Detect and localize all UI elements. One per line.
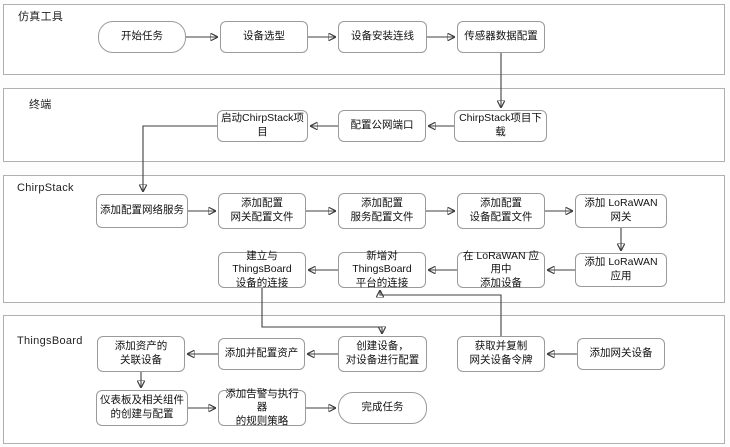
node-device-install-wiring: 设备安装连线 [338, 21, 427, 53]
node-launch-chirpstack: 启动ChirpStack项目 [217, 110, 308, 142]
node-establish-tb-device-connection: 建立与ThingsBoard 设备的连接 [218, 250, 306, 289]
node-public-port-config: 配置公网端口 [338, 110, 426, 142]
node-add-configure-asset: 添加并配置资产 [218, 338, 305, 370]
node-device-selection: 设备选型 [220, 21, 308, 53]
node-create-configure-device: 创建设备， 对设备进行配置 [338, 336, 427, 372]
lane-label-thingsboard: ThingsBoard [17, 335, 83, 347]
node-service-profile: 添加配置 服务配置文件 [338, 193, 426, 229]
node-chirpstack-download: ChirpStack项目下载 [454, 110, 547, 142]
node-add-lorawan-gateway: 添加 LoRaWAN 网关 [575, 194, 667, 228]
node-alarm-actuator-rules: 添加告警与执行器 的规则策略 [218, 388, 306, 427]
node-network-service: 添加配置网络服务 [96, 194, 188, 228]
node-add-lorawan-app: 添加 LoRaWAN 应用 [575, 253, 667, 287]
node-asset-related-devices: 添加资产的 关联设备 [97, 336, 185, 372]
node-get-copy-gateway-token: 获取并复制 网关设备令牌 [457, 336, 545, 372]
lane-label-terminal: 终端 [29, 99, 52, 111]
lane-label-chirpstack: ChirpStack [17, 182, 74, 194]
node-add-device-in-app: 在 LoRaWAN 应用中 添加设备 [457, 250, 545, 289]
node-sensor-data-config: 传感器数据配置 [457, 21, 545, 53]
node-add-gateway-device: 添加网关设备 [577, 338, 665, 370]
node-device-profile: 添加配置 设备配置文件 [457, 193, 545, 229]
lane-terminal: 终端 [3, 88, 725, 162]
node-start: 开始任务 [98, 21, 186, 53]
node-gateway-profile: 添加配置 网关配置文件 [218, 193, 306, 229]
node-finish: 完成任务 [338, 392, 427, 424]
node-dashboard-components: 仪表板及相关组件 的创建与配置 [96, 390, 188, 426]
lane-label-simulation-tool: 仿真工具 [18, 11, 64, 23]
node-new-thingsboard-connection: 新增对ThingsBoard 平台的连接 [338, 250, 426, 289]
